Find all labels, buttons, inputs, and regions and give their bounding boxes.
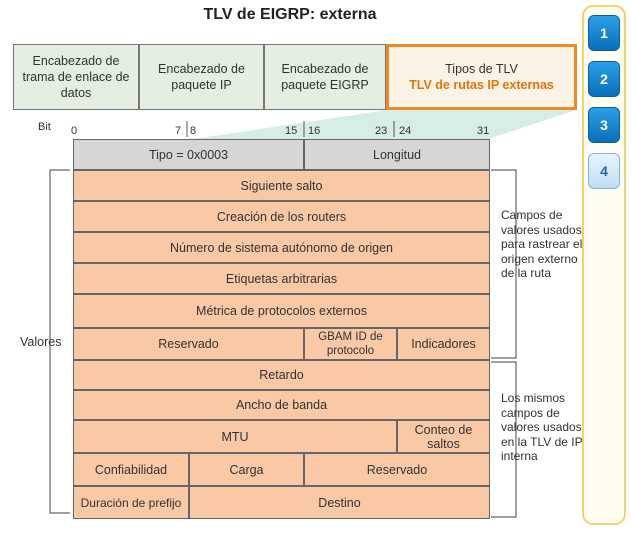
field-retardo: Retardo bbox=[73, 360, 490, 390]
bit-number-16: 16 bbox=[308, 125, 321, 137]
header-data-link: Encabezado de trama de enlace de datos bbox=[13, 44, 139, 110]
bit-number-8: 8 bbox=[190, 125, 197, 137]
field-creacion-routers: Creación de los routers bbox=[73, 201, 490, 232]
note-1-bracket bbox=[491, 169, 517, 359]
valores-bracket bbox=[49, 169, 70, 514]
field-ancho-banda: Ancho de banda bbox=[73, 390, 490, 420]
field-reservado-2: Reservado bbox=[304, 453, 490, 486]
field-carga: Carga bbox=[189, 453, 304, 486]
field-gbam-id: GBAM ID de protocolo bbox=[304, 328, 397, 360]
bit-number-0: 0 bbox=[71, 125, 78, 137]
field-etiquetas: Etiquetas arbitrarias bbox=[73, 263, 490, 294]
field-longitud: Longitud bbox=[304, 139, 490, 170]
tlv-external-label: TLV de rutas IP externas bbox=[409, 78, 554, 92]
field-numero-sistema: Número de sistema autónomo de origen bbox=[73, 232, 490, 263]
bit-number-15: 15 bbox=[285, 125, 298, 137]
field-indicadores: Indicadores bbox=[397, 328, 490, 360]
header-eigrp-packet: Encabezado de paquete EIGRP bbox=[264, 44, 386, 110]
zoom-connector bbox=[193, 110, 576, 139]
tab-2[interactable]: 2 bbox=[588, 61, 620, 97]
field-metrica: Métrica de protocolos externos bbox=[73, 294, 490, 328]
bit-number-7: 7 bbox=[175, 125, 182, 137]
field-destino: Destino bbox=[189, 486, 490, 519]
field-confiabilidad: Confiabilidad bbox=[73, 453, 189, 486]
bit-number-23: 23 bbox=[375, 125, 388, 137]
tab-1[interactable]: 1 bbox=[588, 15, 620, 51]
field-conteo-saltos: Conteo de saltos bbox=[397, 420, 490, 453]
diagram-title: TLV de EIGRP: externa bbox=[203, 6, 377, 23]
field-duracion-prefijo: Duración de prefijo bbox=[73, 486, 189, 519]
header-ip-packet: Encabezado de paquete IP bbox=[139, 44, 264, 110]
tab-3[interactable]: 3 bbox=[588, 107, 620, 143]
tlv-types-label: Tipos de TLV bbox=[445, 62, 518, 76]
field-mtu: MTU bbox=[73, 420, 397, 453]
note-2-bracket bbox=[491, 361, 517, 518]
valores-label: Valores bbox=[20, 335, 62, 349]
field-tipo: Tipo = 0x0003 bbox=[73, 139, 304, 170]
field-reservado-1: Reservado bbox=[73, 328, 304, 360]
field-siguiente-salto: Siguiente salto bbox=[73, 170, 490, 201]
note-external-origin: Campos de valores usados para rastrear e… bbox=[501, 208, 583, 280]
bit-number-24: 24 bbox=[399, 125, 412, 137]
tab-4[interactable]: 4 bbox=[588, 153, 620, 189]
bit-number-31: 31 bbox=[477, 125, 490, 137]
header-tlv-types: Tipos de TLV TLV de rutas IP externas bbox=[386, 44, 577, 110]
bit-label: Bit bbox=[38, 121, 51, 133]
note-internal-tlv: Los mismos campos de valores usados en l… bbox=[501, 391, 583, 463]
